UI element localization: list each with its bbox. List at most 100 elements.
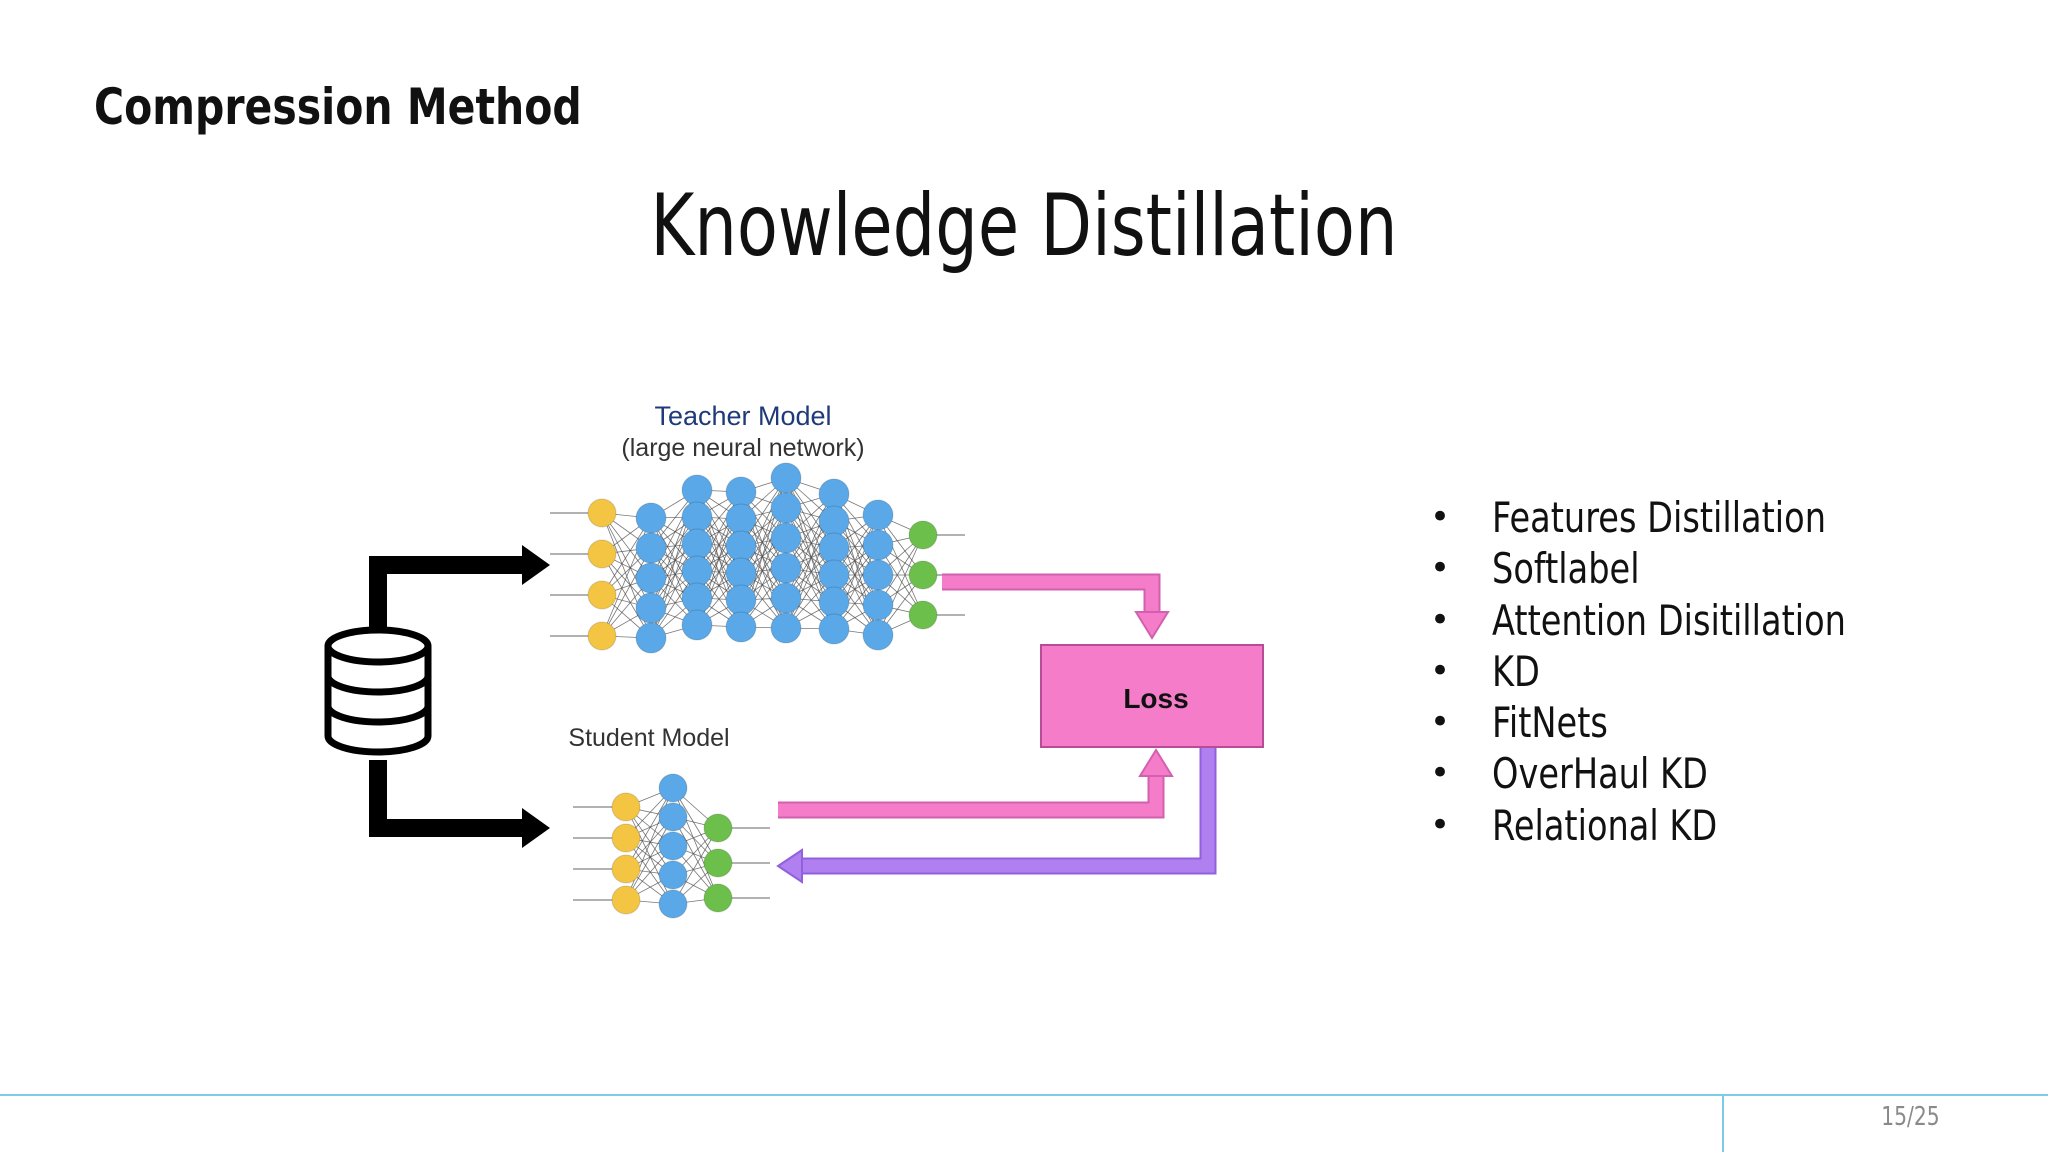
input-node [611,792,641,822]
page-number: 15/25 [1850,1102,1970,1132]
hidden-node [658,889,688,919]
network-edge [785,547,835,629]
hidden-node [818,505,850,537]
output-node [703,813,733,843]
hidden-node [725,530,757,562]
hidden-node [681,528,713,560]
student-network [573,773,770,919]
hidden-node [681,555,713,587]
hidden-node [862,589,894,621]
hidden-node [770,612,802,644]
data-to-teacher-arrow [369,545,550,635]
teacher-model-title: Teacher Model [654,401,831,431]
output-node [703,883,733,913]
network-edge [672,816,719,899]
hidden-node [681,474,713,506]
bullet-dot: • [1430,702,1451,743]
network-edge [785,520,835,599]
hidden-node [635,532,667,564]
input-node [587,580,617,610]
network-edge [601,512,652,609]
input-node [611,823,641,853]
network-edge [696,491,742,572]
hidden-node [681,609,713,641]
network-edge [833,493,879,576]
network-edge [601,547,652,637]
loss-label: Loss [1123,683,1188,714]
hidden-node [635,502,667,534]
hidden-node [725,611,757,643]
hidden-node [818,613,850,645]
input-node [587,539,617,569]
hidden-node [862,619,894,651]
list-item-text: Relational KD [1492,800,1718,850]
bullet-dot: • [1430,599,1451,640]
teacher-model-subtitle: (large neural network) [621,434,864,462]
hidden-node [681,501,713,533]
network-edge [650,517,698,599]
network-edge [625,806,674,905]
section-title: Compression Method [94,78,582,136]
network-edge [672,827,719,905]
hidden-node [770,582,802,614]
teacher-network [550,462,965,654]
hidden-node [658,802,688,832]
data-to-student-arrow [369,760,550,848]
hidden-node [658,773,688,803]
list-item-text: Attention Disitillation [1492,595,1846,645]
database-icon [324,626,432,756]
network-edge [625,816,674,901]
list-item-text: Features Distillation [1492,493,1826,542]
footer-rule [0,1094,2048,1096]
bullet-dot: • [1430,548,1451,589]
footer-divider [1722,1095,1724,1152]
hidden-node [635,622,667,654]
hidden-node [862,499,894,531]
hidden-node [725,584,757,616]
input-node [587,621,617,651]
hidden-node [770,462,802,494]
hidden-node [770,522,802,554]
hidden-node [725,503,757,535]
hidden-node [818,586,850,618]
hidden-node [635,562,667,594]
hidden-node [635,592,667,624]
hidden-node [725,476,757,508]
bullet-dot: • [1430,804,1451,845]
network-edge [877,534,924,636]
hidden-node [770,552,802,584]
hidden-node [818,532,850,564]
bullet-dot: • [1430,650,1451,691]
page-number-text: 15/25 [1880,1102,1940,1132]
network-edge [877,514,924,616]
list-item-text: KD [1492,646,1540,696]
output-node [908,560,938,590]
list-item-text: OverHaul KD [1492,749,1708,799]
network-edge [601,553,652,639]
list-item-text: FitNets [1492,698,1608,748]
network-edge [740,518,787,599]
network-edge [696,545,742,626]
input-node [611,885,641,915]
output-node [908,520,938,550]
loss-to-student-arrow [776,746,1217,884]
slide-title-text: Knowledge Distillation [650,176,1398,276]
diagram-canvas: Loss Teacher Model (large neural network… [300,370,1280,990]
hidden-node [658,831,688,861]
input-node [611,854,641,884]
hidden-node [862,559,894,591]
hidden-node [681,582,713,614]
network-edge [625,787,674,870]
slide-title: Knowledge Distillation [0,176,2048,276]
output-node [703,848,733,878]
bullet-dot: • [1430,753,1451,794]
hidden-node [818,559,850,591]
network-edge [672,787,719,864]
bullet-dot: • [1430,497,1451,537]
output-node [908,600,938,630]
teacher-to-loss-arrow [942,573,1170,640]
hidden-node [770,492,802,524]
network-edge [601,517,652,596]
input-node [587,498,617,528]
